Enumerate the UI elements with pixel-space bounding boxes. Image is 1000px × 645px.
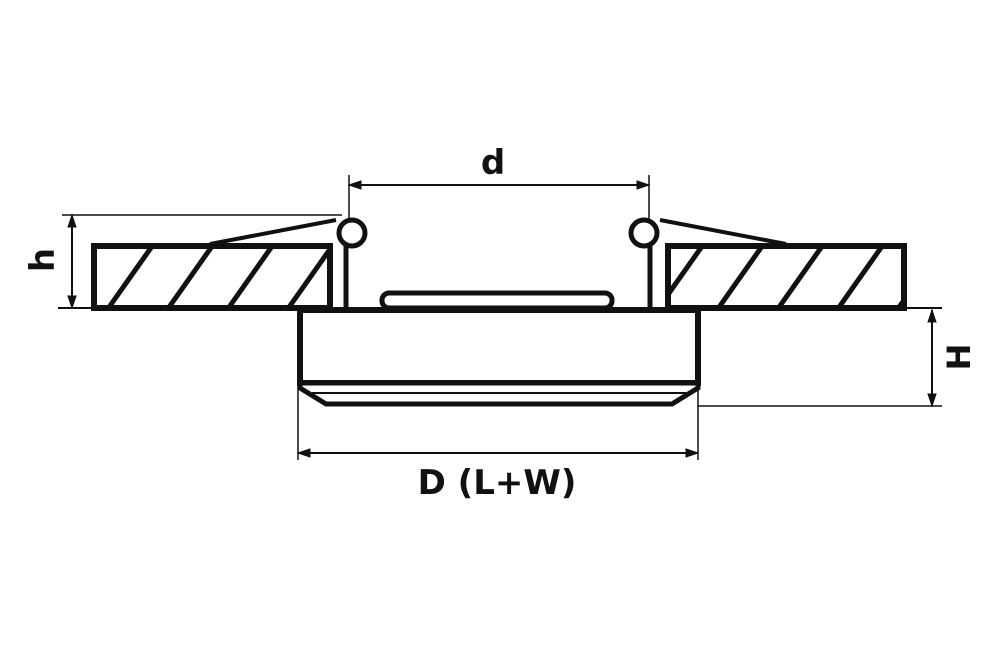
label-H: H bbox=[940, 344, 978, 371]
dimension-d bbox=[347, 175, 651, 220]
left-ceiling-panel bbox=[91, 243, 333, 311]
right-spring-clip bbox=[628, 217, 787, 308]
right-ceiling-panel bbox=[665, 243, 907, 311]
dimension-H bbox=[698, 308, 942, 408]
lamp-top-element bbox=[379, 290, 615, 311]
label-d: d bbox=[481, 143, 505, 183]
fixture-body bbox=[297, 307, 701, 407]
dimension-D bbox=[296, 385, 700, 460]
dimension-h bbox=[62, 213, 342, 310]
label-h: h bbox=[23, 248, 63, 272]
left-spring-clip bbox=[209, 217, 368, 308]
label-D: D (L+W) bbox=[418, 463, 577, 503]
